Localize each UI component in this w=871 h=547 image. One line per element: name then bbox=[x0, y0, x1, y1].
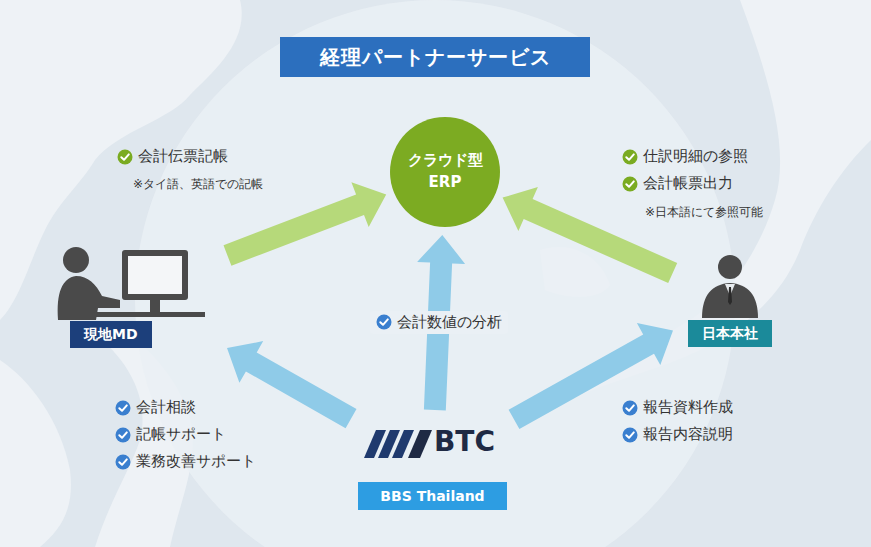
check-circle bbox=[623, 427, 638, 442]
check-icon bbox=[622, 176, 638, 192]
man-head bbox=[718, 255, 742, 279]
note-text: ※タイ語、英語での記帳 bbox=[133, 176, 263, 193]
item-text: 会計相談 bbox=[136, 398, 196, 417]
flow-arrow bbox=[227, 341, 357, 428]
check-circle bbox=[116, 454, 131, 469]
person-body bbox=[58, 276, 120, 320]
check-icon bbox=[622, 149, 638, 165]
check-icon bbox=[622, 427, 638, 443]
check-mark bbox=[121, 154, 129, 159]
monitor-screen bbox=[128, 256, 182, 294]
person-head bbox=[63, 247, 89, 273]
service-item: 報告内容説明 bbox=[622, 425, 733, 444]
item-text: 会計帳票出力 bbox=[643, 174, 733, 193]
check-circle bbox=[116, 400, 131, 415]
service-note: ※日本語にて参照可能 bbox=[645, 204, 763, 221]
check-mark bbox=[626, 432, 634, 437]
man-body bbox=[702, 283, 758, 318]
check-circle bbox=[623, 176, 638, 191]
item-text: 報告資料作成 bbox=[643, 398, 733, 417]
check-mark bbox=[626, 154, 634, 159]
service-item: 会計伝票記帳 bbox=[117, 147, 228, 166]
check-icon bbox=[376, 314, 392, 330]
item-text: 仕訳明細の参照 bbox=[643, 147, 748, 166]
item-text: 記帳サポート bbox=[136, 425, 226, 444]
node-label: 現地MD bbox=[84, 326, 138, 344]
btc-logo-mark bbox=[364, 428, 434, 460]
check-mark bbox=[626, 405, 634, 410]
check-icon bbox=[115, 427, 131, 443]
local-md-node: 現地MD bbox=[40, 238, 220, 348]
btc-node: BTC BBS Thailand bbox=[358, 418, 507, 512]
check-circle bbox=[116, 427, 131, 442]
title-text: 経理パートナーサービス bbox=[320, 44, 551, 71]
edge-label-text: 会計数値の分析 bbox=[397, 313, 502, 332]
monitor bbox=[122, 250, 188, 300]
title-box: 経理パートナーサービス bbox=[280, 37, 590, 77]
land-peninsula bbox=[0, 360, 71, 547]
service-item: 報告資料作成 bbox=[622, 398, 733, 417]
center-glow bbox=[135, 0, 735, 547]
service-item: 仕訳明細の参照 bbox=[622, 147, 748, 166]
node-label-box: 現地MD bbox=[70, 321, 152, 348]
erp-circle: クラウド型 ERP bbox=[390, 117, 500, 227]
node-label-box: 日本本社 bbox=[688, 320, 772, 347]
erp-text: クラウド型 ERP bbox=[403, 150, 487, 194]
japan-hq-node: 日本本社 bbox=[680, 250, 780, 347]
check-circle bbox=[623, 149, 638, 164]
flow-arrow bbox=[224, 182, 387, 266]
logo-slash bbox=[408, 430, 432, 458]
service-note: ※タイ語、英語での記帳 bbox=[133, 176, 263, 193]
service-item: 記帳サポート bbox=[115, 425, 226, 444]
btc-logo-text: BTC bbox=[434, 424, 495, 460]
service-item: 会計相談 bbox=[115, 398, 196, 417]
service-item: 会計帳票出力 bbox=[622, 174, 733, 193]
flow-arrow bbox=[503, 187, 678, 283]
check-mark bbox=[626, 181, 634, 186]
item-text: 報告内容説明 bbox=[643, 425, 733, 444]
service-item: 業務改善サポート bbox=[115, 452, 256, 471]
note-text: ※日本語にて参照可能 bbox=[645, 204, 763, 221]
desk bbox=[95, 312, 205, 317]
check-circle bbox=[376, 315, 391, 330]
check-circle bbox=[623, 400, 638, 415]
check-circle bbox=[118, 149, 133, 164]
check-icon bbox=[622, 400, 638, 416]
check-icon bbox=[115, 454, 131, 470]
edge-label: 会計数値の分析 bbox=[370, 311, 508, 334]
check-mark bbox=[380, 320, 388, 325]
check-mark bbox=[119, 459, 127, 464]
bbs-text: BBS Thailand bbox=[380, 488, 484, 504]
check-mark bbox=[119, 432, 127, 437]
man-tie bbox=[728, 287, 732, 305]
item-text: 業務改善サポート bbox=[136, 452, 256, 471]
check-icon bbox=[117, 149, 133, 165]
monitor-stand bbox=[150, 300, 160, 312]
person-at-computer bbox=[40, 238, 220, 328]
node-label: 日本本社 bbox=[702, 325, 758, 343]
check-icon bbox=[115, 400, 131, 416]
check-mark bbox=[119, 405, 127, 410]
item-text: 会計伝票記帳 bbox=[138, 147, 228, 166]
bbs-box: BBS Thailand bbox=[358, 482, 507, 510]
businessman bbox=[680, 250, 780, 320]
